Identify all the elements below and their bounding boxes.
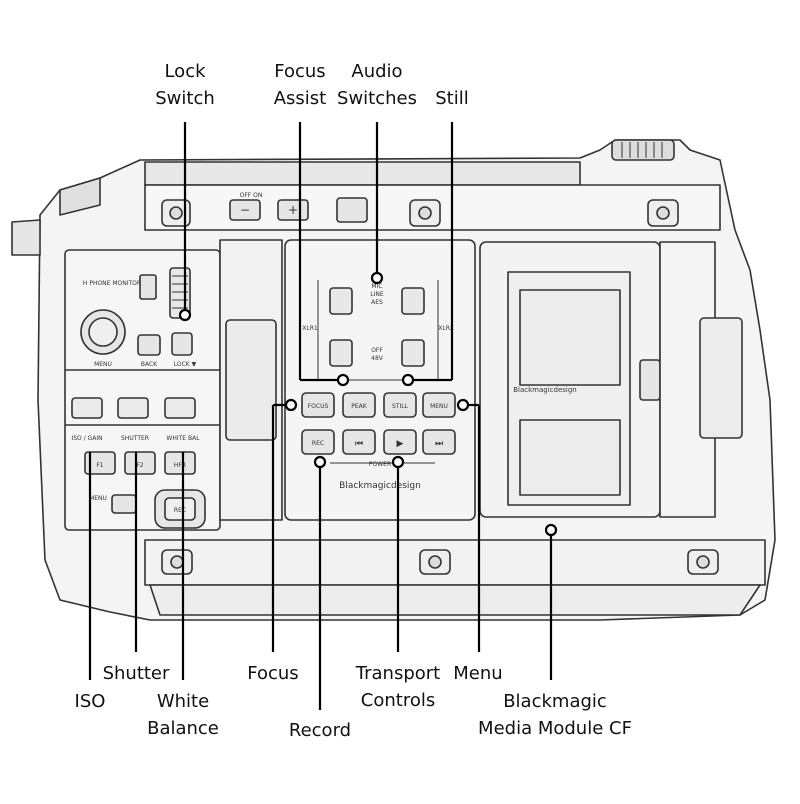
minus-button-shape bbox=[229, 199, 261, 221]
peak-button-shape bbox=[342, 392, 376, 418]
off-label: OFF bbox=[371, 347, 383, 354]
focus-btn-label: FOCUS bbox=[308, 403, 329, 410]
shutter-small-label: SHUTTER bbox=[121, 435, 149, 442]
menu2-label: MENU bbox=[89, 495, 107, 502]
headphone-label: H PHONE MONITOR bbox=[83, 280, 141, 287]
iso-gain-label: ISO / GAIN bbox=[71, 435, 102, 442]
off-on-label: OFF ON bbox=[240, 192, 263, 199]
white-bal-label: WHITE BAL bbox=[166, 435, 200, 442]
still-callout: Still bbox=[435, 88, 469, 109]
menu-button-shape bbox=[422, 392, 456, 418]
record-callout: Record bbox=[288, 720, 352, 741]
top-knob bbox=[611, 139, 675, 161]
still-button-shape bbox=[383, 392, 417, 418]
focus-assist-callout: Focus Assist bbox=[273, 61, 327, 109]
left-side bbox=[11, 219, 41, 256]
minus-label: − bbox=[240, 203, 250, 217]
line-label: LINE bbox=[370, 291, 384, 298]
hfr-button-shape bbox=[164, 451, 196, 475]
f1-label: F1 bbox=[96, 462, 103, 469]
top-plate bbox=[144, 161, 581, 186]
media-module-callout: Blackmagic Media Module CF bbox=[478, 691, 632, 739]
lock-switch-shape bbox=[171, 332, 193, 356]
power-toggle-shape bbox=[336, 197, 368, 223]
lock-switch-callout: Lock Switch bbox=[155, 61, 215, 109]
xlr2-label: XLR2 bbox=[438, 325, 454, 332]
xlr1-label: XLR1 bbox=[302, 325, 318, 332]
audio-switch-group bbox=[329, 287, 425, 367]
audio-switches-callout: Audio Switches bbox=[337, 61, 417, 109]
f2-label: F2 bbox=[136, 462, 143, 469]
rec-btn-label: REC bbox=[312, 440, 324, 447]
transport-controls-callout: Transport Controls bbox=[355, 663, 441, 711]
focus-callout: Focus bbox=[247, 663, 299, 684]
back-button-shape bbox=[137, 334, 161, 356]
shutter-callout: Shutter bbox=[102, 663, 170, 684]
next-btn-label: ⏭ bbox=[435, 439, 443, 449]
prev-btn-label: ⏮ bbox=[355, 439, 363, 449]
hfr-label: HFR bbox=[174, 462, 186, 469]
peak-btn-label: PEAK bbox=[351, 403, 368, 410]
plus-label: + bbox=[288, 203, 298, 217]
back-label: BACK bbox=[141, 361, 158, 368]
f2-button-shape bbox=[124, 451, 156, 475]
menu-dial-label: MENU bbox=[94, 361, 112, 368]
power-label: POWER bbox=[369, 461, 391, 468]
still-btn-label: STILL bbox=[392, 403, 409, 410]
play-button-shape bbox=[383, 429, 417, 455]
menu2-button-shape bbox=[111, 494, 137, 514]
brand-small-label: Blackmagicdesign bbox=[513, 386, 577, 394]
f1-button-shape bbox=[84, 451, 116, 475]
aes-label: AES bbox=[371, 299, 383, 306]
prev-button-shape bbox=[342, 429, 376, 455]
menu-callout: Menu bbox=[453, 663, 503, 684]
focus-button-shape bbox=[301, 392, 335, 418]
iso-callout: ISO bbox=[74, 691, 106, 712]
menu-btn-label: MENU bbox=[430, 403, 448, 410]
bottom-band bbox=[144, 539, 766, 586]
white-balance-callout: White Balance bbox=[147, 691, 219, 739]
48v-label: 48V bbox=[371, 355, 384, 362]
play-btn-label: ▶ bbox=[397, 439, 404, 449]
mic-label: MIC bbox=[371, 283, 382, 290]
rec-small-label: REC bbox=[174, 507, 186, 514]
rec-button-shape bbox=[301, 429, 335, 455]
next-button-shape bbox=[422, 429, 456, 455]
lock-label: LOCK ▼ bbox=[174, 361, 197, 368]
brand-label: Blackmagicdesign bbox=[339, 481, 421, 491]
eyepiece-slot bbox=[225, 319, 277, 441]
